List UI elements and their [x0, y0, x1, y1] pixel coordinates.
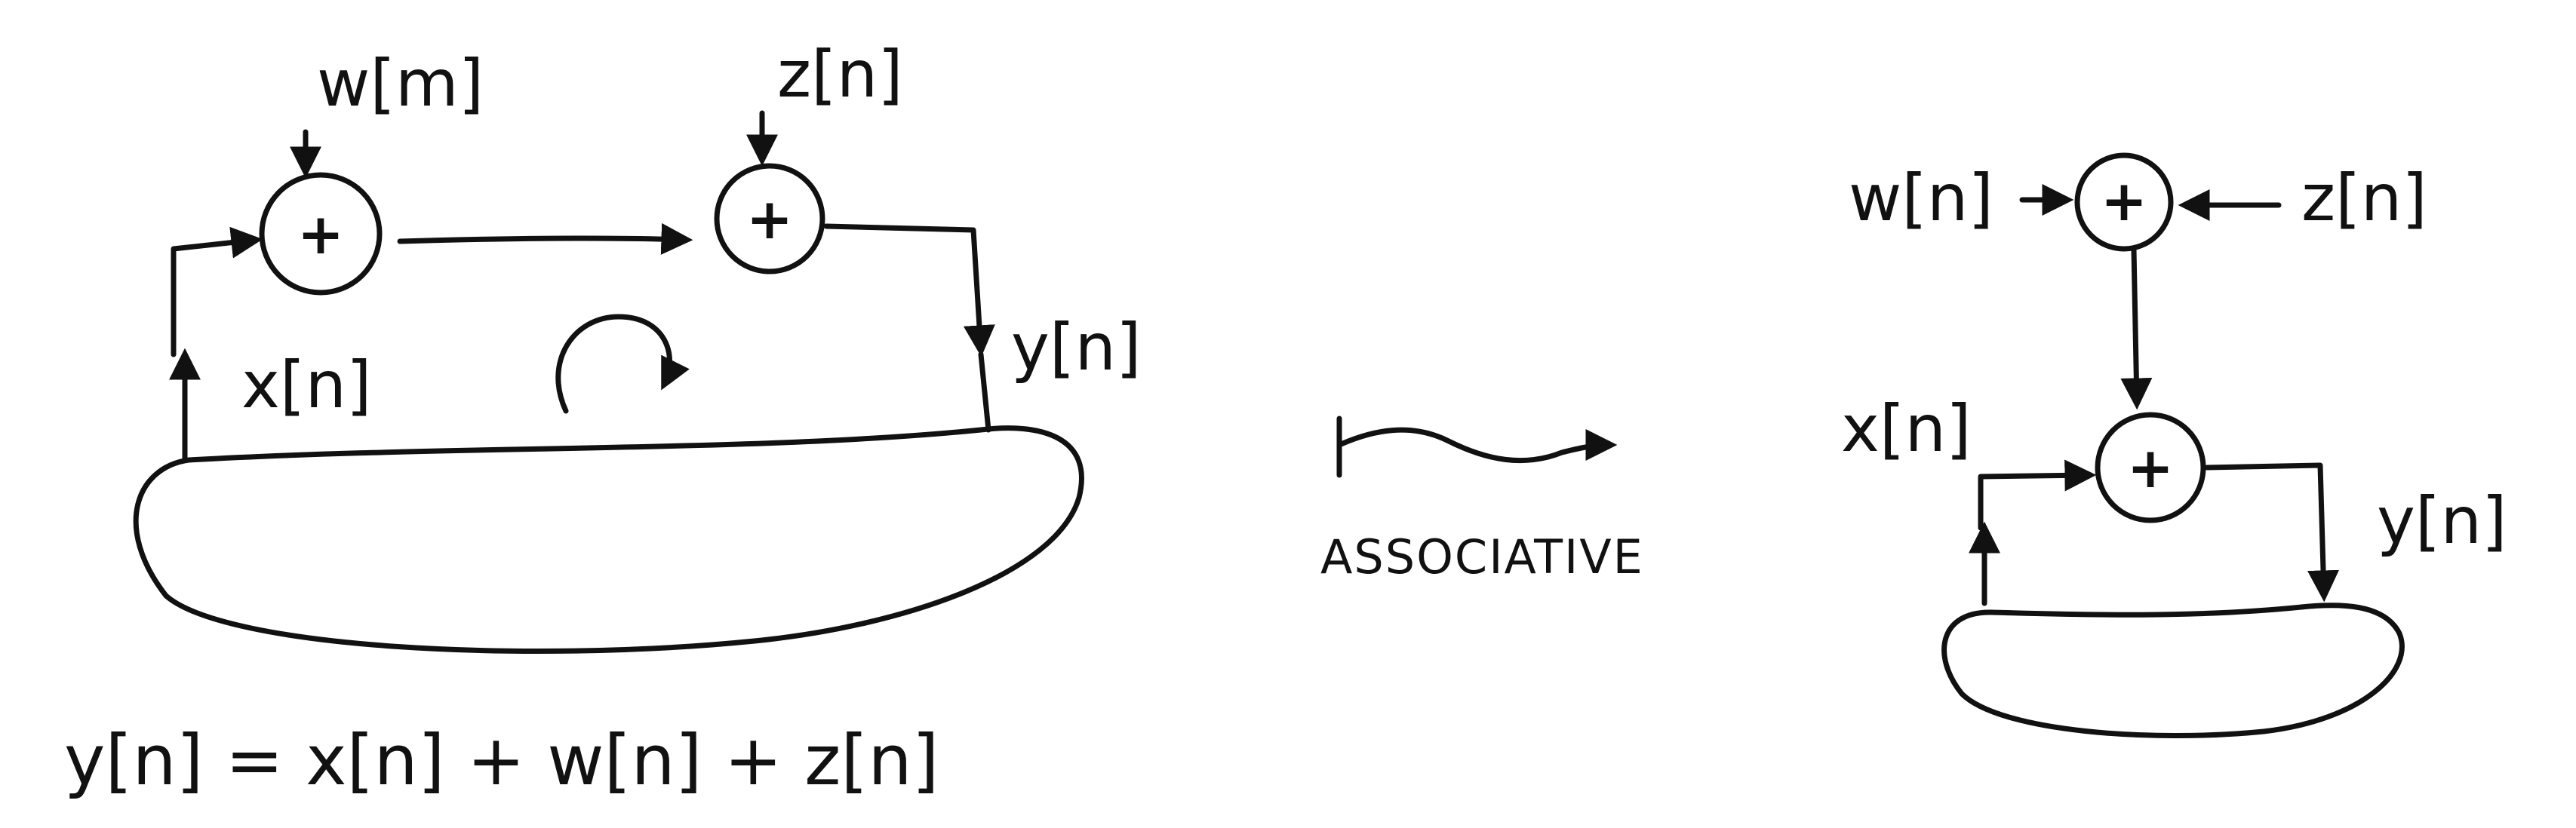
right-diagram: w[n] + z[n] + x[n] y[n]	[1841, 152, 2507, 739]
loop-arrow-icon	[555, 314, 690, 414]
left-adder-2-symbol: +	[746, 187, 793, 252]
right-source-blob	[1941, 603, 2405, 739]
left-y-label: y[n]	[1011, 310, 1142, 385]
right-y-label: y[n]	[2377, 483, 2507, 559]
left-x-label: x[n]	[241, 348, 372, 423]
left-adder-1-symbol: +	[297, 202, 344, 267]
equation: y[n] = x[n] + w[n] + z[n]	[64, 720, 939, 801]
left-source-blob	[133, 425, 1084, 654]
left-diagram: + w[m] + z[n] y[n] x[n]	[133, 37, 1142, 654]
left-w-label: w[m]	[317, 46, 484, 121]
left-output-line	[823, 223, 995, 357]
left-z-label: z[n]	[777, 37, 903, 112]
left-x-to-adder1-line	[171, 226, 263, 357]
transform-label: ASSOCIATIVE	[1320, 529, 1644, 584]
left-output-down-line	[978, 351, 991, 433]
right-adder-bottom-symbol: +	[2127, 436, 2174, 501]
right-x-label: x[n]	[1841, 391, 1972, 467]
right-adder-top-symbol: +	[2101, 169, 2147, 234]
right-z-label: z[n]	[2301, 161, 2427, 236]
left-adder1-to-adder2-line	[397, 222, 693, 255]
right-adder-top	[2074, 152, 2174, 252]
right-adder-bottom	[2095, 412, 2206, 523]
right-output-line	[2204, 462, 2340, 603]
right-x-to-adder-line	[1978, 459, 2097, 531]
right-top-to-bottom-line	[2120, 247, 2153, 410]
right-w-label: w[n]	[1849, 161, 1993, 236]
associative-transform: ASSOCIATIVE	[1320, 416, 1644, 584]
transform-wavy-arrow-icon	[1336, 427, 1618, 464]
